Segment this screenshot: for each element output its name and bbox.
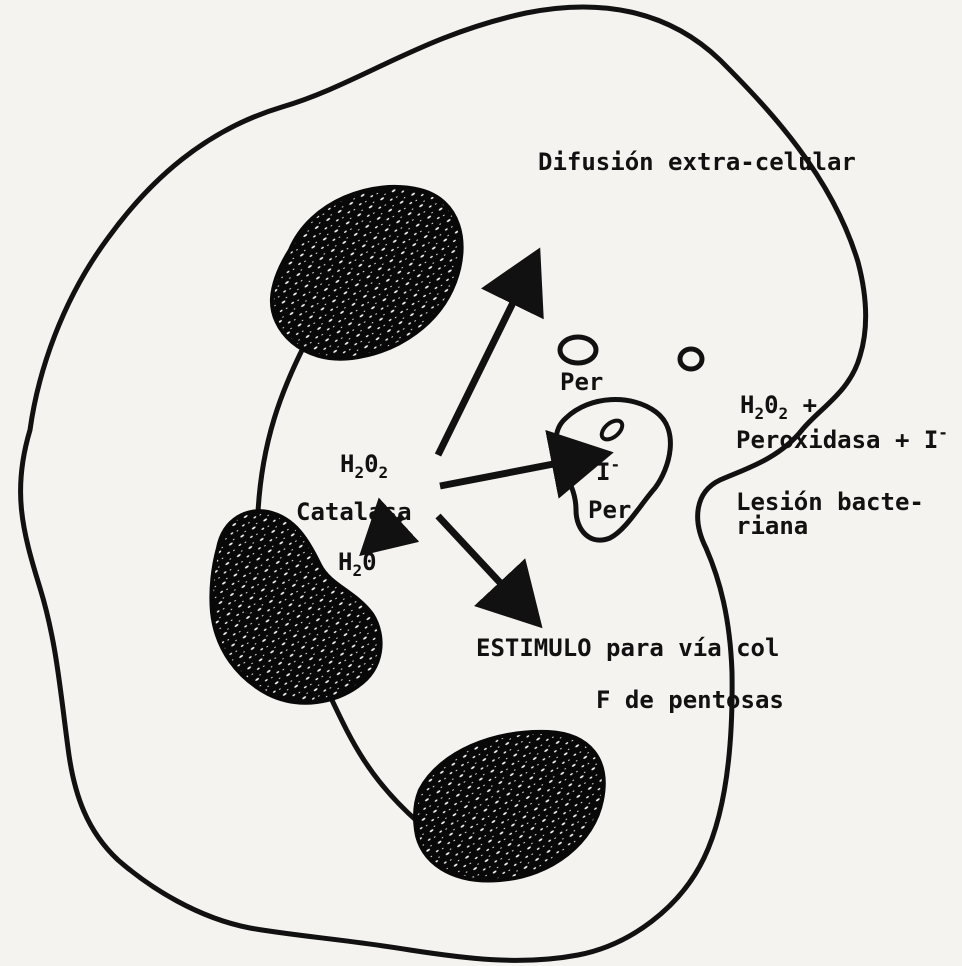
label-catalasa: Catalasa	[296, 500, 412, 524]
nuclear-strand-upper	[258, 346, 304, 512]
nucleus-lobe-upper	[272, 187, 462, 359]
granule-left	[560, 337, 596, 363]
label-h2o: H20	[338, 550, 377, 574]
ingested-bacterium	[598, 417, 625, 443]
nucleus-lobe-middle	[211, 511, 380, 703]
label-per-bottom: Per	[588, 498, 631, 522]
label-lesion-line-1: Lesión bacte-	[736, 490, 924, 514]
label-iodide-center: I-	[596, 460, 620, 484]
arrow-to-estimulo	[438, 516, 533, 618]
nucleus-lobe-lower	[415, 732, 604, 881]
label-estimulo: ESTIMULO para vía col	[476, 636, 779, 660]
label-lesion-line-2: riana	[736, 514, 808, 538]
nuclear-strand-lower	[330, 696, 418, 822]
label-peroxidasa: Peroxidasa + I-	[736, 428, 948, 452]
label-difusion-extracelular: Difusión extra-celular	[538, 150, 856, 174]
label-h2o2-center: H202	[340, 452, 388, 476]
label-h2o2-right: H202 +	[740, 393, 817, 417]
arrow-to-vacuole	[440, 455, 600, 486]
label-per-top: Per	[560, 370, 603, 394]
label-pentosas: F de pentosas	[596, 688, 784, 712]
granule-right	[680, 349, 702, 369]
